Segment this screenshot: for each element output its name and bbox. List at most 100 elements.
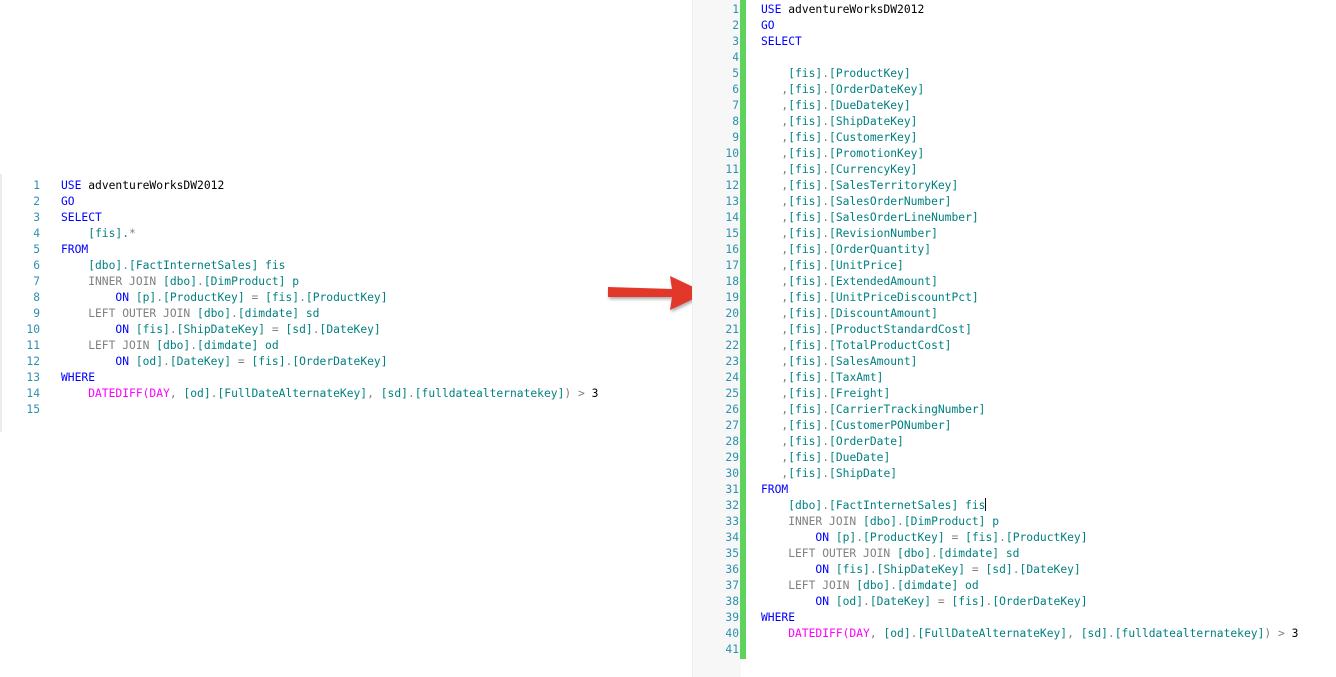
code-text[interactable]: ,[fis].[UnitPriceDiscountPct] [761,290,978,306]
code-text[interactable]: ,[fis].[SalesOrderNumber] [761,194,951,210]
code-line[interactable]: 11 LEFT JOIN [dbo].[dimdate] od [2,338,278,354]
code-line[interactable]: 18 ,[fis].[ExtendedAmount] [693,274,937,290]
code-line[interactable]: 23 ,[fis].[SalesAmount] [693,354,917,370]
code-text[interactable]: ,[fis].[ExtendedAmount] [761,274,937,290]
code-text[interactable]: ,[fis].[TaxAmt] [761,370,883,386]
code-line[interactable]: 17 ,[fis].[UnitPrice] [693,258,903,274]
code-line[interactable]: 15 [2,402,40,418]
code-line[interactable]: 36 ON [fis].[ShipDateKey] = [sd].[DateKe… [693,562,1080,578]
code-text[interactable]: ON [od].[DateKey] = [fis].[OrderDateKey] [761,594,1087,610]
code-text[interactable]: WHERE [761,610,795,626]
code-line[interactable]: 12 ON [od].[DateKey] = [fis].[OrderDateK… [2,354,387,370]
code-text[interactable]: ,[fis].[OrderDate] [761,434,903,450]
code-text[interactable]: WHERE [61,370,95,386]
code-line[interactable]: 6 [dbo].[FactInternetSales] fis [2,258,285,274]
code-line[interactable]: 16 ,[fis].[OrderQuantity] [693,242,931,258]
code-line[interactable]: 37 LEFT JOIN [dbo].[dimdate] od [693,578,978,594]
code-text[interactable]: FROM [61,242,88,258]
code-text[interactable]: LEFT JOIN [dbo].[dimdate] od [761,578,978,594]
code-text[interactable]: ,[fis].[ProductStandardCost] [761,322,971,338]
code-line[interactable]: 25 ,[fis].[Freight] [693,386,890,402]
code-text[interactable]: ,[fis].[CustomerKey] [761,130,917,146]
code-text[interactable]: GO [61,194,75,210]
code-line[interactable]: 10 ,[fis].[PromotionKey] [693,146,924,162]
code-line[interactable]: 28 ,[fis].[OrderDate] [693,434,903,450]
code-line[interactable]: 13 ,[fis].[SalesOrderNumber] [693,194,951,210]
code-line[interactable]: 9 LEFT OUTER JOIN [dbo].[dimdate] sd [2,306,319,322]
code-text[interactable]: SELECT [61,210,102,226]
code-line[interactable]: 34 ON [p].[ProductKey] = [fis].[ProductK… [693,530,1087,546]
code-text[interactable]: ,[fis].[CarrierTrackingNumber] [761,402,985,418]
code-text[interactable]: ,[fis].[SalesAmount] [761,354,917,370]
code-text[interactable]: DATEDIFF(DAY, [od].[FullDateAlternateKey… [61,386,598,402]
code-text[interactable]: ,[fis].[OrderQuantity] [761,242,931,258]
code-text[interactable]: LEFT OUTER JOIN [dbo].[dimdate] sd [61,306,319,322]
code-line[interactable]: 14 ,[fis].[SalesOrderLineNumber] [693,210,978,226]
code-text[interactable]: DATEDIFF(DAY, [od].[FullDateAlternateKey… [761,626,1298,642]
code-text[interactable]: ,[fis].[CurrencyKey] [761,162,917,178]
code-line[interactable]: 11 ,[fis].[CurrencyKey] [693,162,917,178]
code-line[interactable]: 26 ,[fis].[CarrierTrackingNumber] [693,402,985,418]
code-text[interactable]: [dbo].[FactInternetSales] fis [61,258,285,274]
code-text[interactable]: ,[fis].[DueDate] [761,450,890,466]
code-text[interactable]: [dbo].[FactInternetSales] fis [761,498,987,514]
code-text[interactable]: [fis].[ProductKey] [761,66,910,82]
code-line[interactable]: 19 ,[fis].[UnitPriceDiscountPct] [693,290,978,306]
code-line[interactable]: 10 ON [fis].[ShipDateKey] = [sd].[DateKe… [2,322,380,338]
code-line[interactable]: 20 ,[fis].[DiscountAmount] [693,306,937,322]
code-text[interactable]: ON [p].[ProductKey] = [fis].[ProductKey] [761,530,1087,546]
code-line[interactable]: 41 [693,642,739,658]
code-text[interactable]: ,[fis].[TotalProductCost] [761,338,951,354]
code-line[interactable]: 6 ,[fis].[OrderDateKey] [693,82,924,98]
code-line[interactable]: 35 LEFT OUTER JOIN [dbo].[dimdate] sd [693,546,1019,562]
code-text[interactable]: [fis].* [61,226,136,242]
code-line[interactable]: 9 ,[fis].[CustomerKey] [693,130,917,146]
code-line[interactable]: 27 ,[fis].[CustomerPONumber] [693,418,951,434]
code-line[interactable]: 21 ,[fis].[ProductStandardCost] [693,322,971,338]
code-line[interactable]: 8 ,[fis].[ShipDateKey] [693,114,917,130]
code-line[interactable]: 29 ,[fis].[DueDate] [693,450,890,466]
code-line[interactable]: 7 ,[fis].[DueDateKey] [693,98,910,114]
code-line[interactable]: 4 [fis].* [2,226,136,242]
code-text[interactable]: INNER JOIN [dbo].[DimProduct] p [61,274,299,290]
code-text[interactable]: LEFT OUTER JOIN [dbo].[dimdate] sd [761,546,1019,562]
code-text[interactable]: ,[fis].[SalesOrderLineNumber] [761,210,978,226]
code-text[interactable]: ,[fis].[ShipDate] [761,466,897,482]
code-line[interactable]: 14 DATEDIFF(DAY, [od].[FullDateAlternate… [2,386,598,402]
code-line[interactable]: 15 ,[fis].[RevisionNumber] [693,226,937,242]
code-text[interactable]: ,[fis].[UnitPrice] [761,258,903,274]
code-text[interactable]: ON [fis].[ShipDateKey] = [sd].[DateKey] [61,322,380,338]
code-text[interactable]: ,[fis].[Freight] [761,386,890,402]
code-text[interactable]: SELECT [761,34,802,50]
code-text[interactable]: LEFT JOIN [dbo].[dimdate] od [61,338,278,354]
code-line[interactable]: 12 ,[fis].[SalesTerritoryKey] [693,178,958,194]
code-text[interactable]: ,[fis].[RevisionNumber] [761,226,937,242]
code-line[interactable]: 7 INNER JOIN [dbo].[DimProduct] p [2,274,299,290]
code-line[interactable]: 8 ON [p].[ProductKey] = [fis].[ProductKe… [2,290,387,306]
code-text[interactable]: USE adventureWorksDW2012 [761,2,924,18]
code-line[interactable]: 30 ,[fis].[ShipDate] [693,466,897,482]
code-line[interactable]: 5 [fis].[ProductKey] [693,66,910,82]
code-text[interactable]: ON [p].[ProductKey] = [fis].[ProductKey] [61,290,387,306]
code-text[interactable]: ,[fis].[DiscountAmount] [761,306,937,322]
code-text[interactable]: USE adventureWorksDW2012 [61,178,224,194]
code-line[interactable]: 4 [693,50,739,66]
code-line[interactable]: 40 DATEDIFF(DAY, [od].[FullDateAlternate… [693,626,1298,642]
code-text[interactable]: ,[fis].[DueDateKey] [761,98,910,114]
code-text[interactable]: INNER JOIN [dbo].[DimProduct] p [761,514,999,530]
code-text[interactable]: ,[fis].[CustomerPONumber] [761,418,951,434]
code-text[interactable]: GO [761,18,775,34]
code-line[interactable]: 38 ON [od].[DateKey] = [fis].[OrderDateK… [693,594,1087,610]
code-text[interactable]: ,[fis].[PromotionKey] [761,146,924,162]
